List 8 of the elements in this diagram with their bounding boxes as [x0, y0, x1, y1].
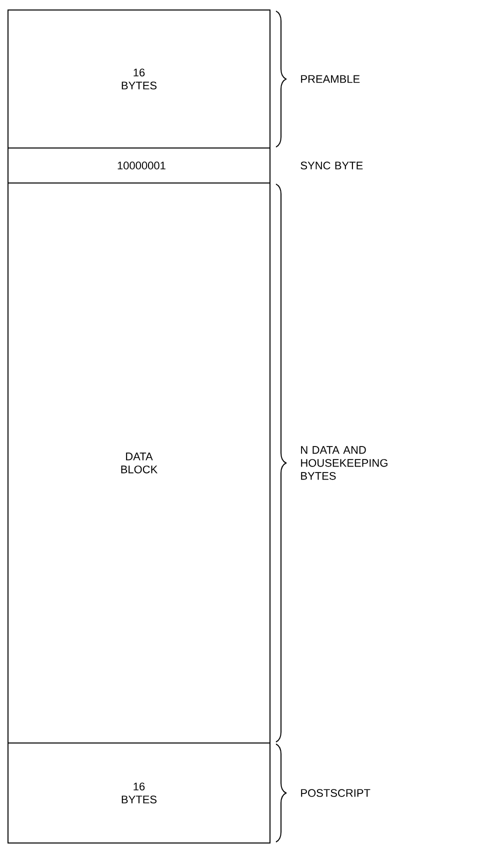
side-label: POSTSCRIPT	[301, 789, 370, 797]
memory-block: 16 BYTES	[8, 10, 270, 148]
memory-block: 16 BYTES	[8, 742, 270, 844]
side-label: PREAMBLE	[301, 75, 360, 83]
side-label: N DATA AND HOUSEKEEPING BYTES	[301, 446, 388, 480]
memory-block: DATA BLOCK	[8, 182, 270, 744]
side-label: SYNC BYTE	[300, 162, 363, 170]
memory-block: 10000001	[8, 148, 270, 184]
